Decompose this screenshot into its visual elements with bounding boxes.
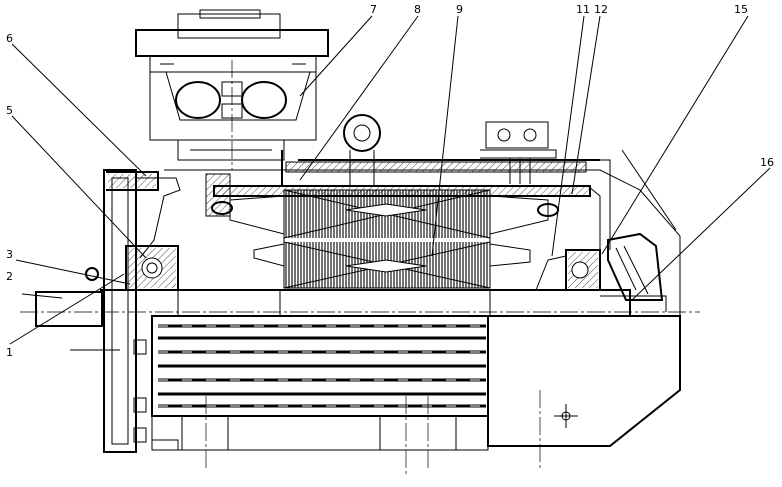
frame-lower [151,315,681,476]
callout-8: 8 [414,3,421,16]
drive-end [20,169,700,453]
callout-3: 3 [6,248,13,261]
callout-9: 9 [456,3,463,16]
non-drive-end [535,185,667,312]
rotor [100,289,631,417]
callout-6: 6 [6,32,13,45]
callout-7: 7 [370,3,377,16]
callout-15: 15 [734,3,748,16]
callout-1: 1 [6,346,13,359]
callout-12: 12 [594,3,608,16]
callout-5: 5 [6,104,13,117]
stator-core [205,173,559,289]
callout-labels: 1 2 3 5 6 7 8 9 11 12 15 16 [6,3,774,359]
callout-11: 11 [576,3,590,16]
callout-16: 16 [760,156,774,169]
terminal-box [135,9,329,170]
leader-lines [9,15,771,345]
callout-2: 2 [6,270,13,283]
